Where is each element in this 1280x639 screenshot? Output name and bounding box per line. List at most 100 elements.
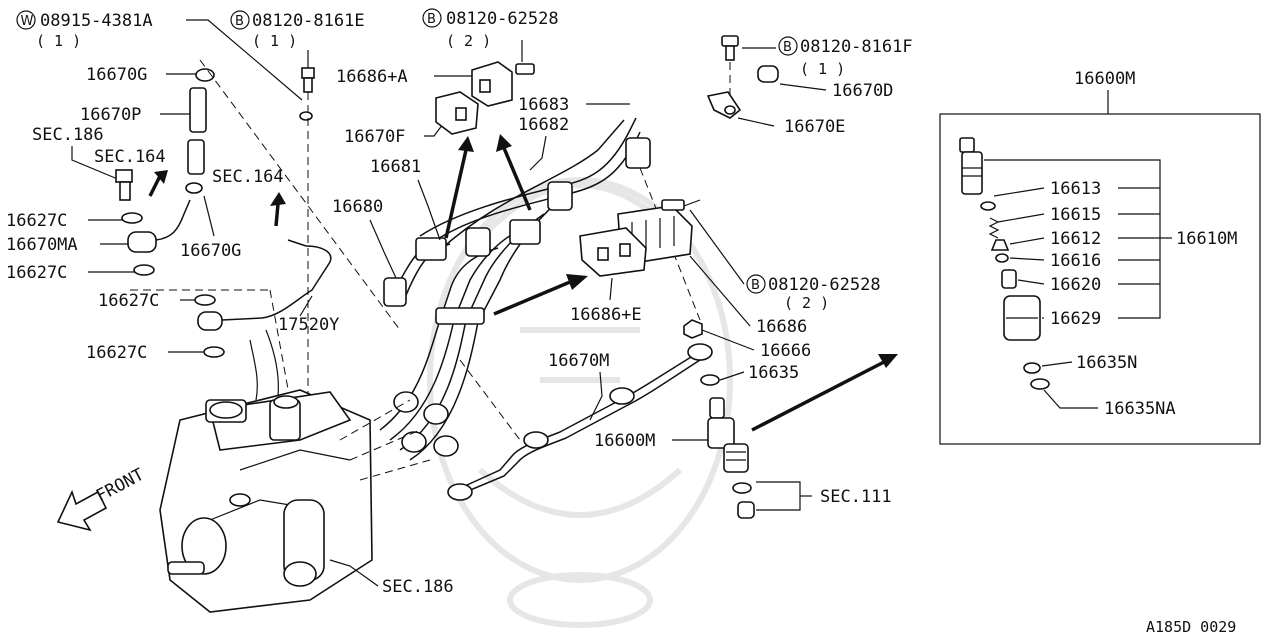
label-16616: 16616 <box>1050 251 1101 271</box>
arrow-to-16670F <box>444 149 468 239</box>
label-16670F: 16670F <box>344 127 405 147</box>
bolt-08120-62528-right <box>661 199 701 211</box>
tube-nut-b <box>547 181 573 211</box>
label-16670E: 16670E <box>784 117 845 137</box>
spacer-16670D: 16670D <box>757 65 893 101</box>
label-sec164-left: SEC.164 <box>94 147 166 167</box>
callout-08120-8161F: B 08120-8161F ( 1 ) <box>721 35 913 100</box>
bracket-16670E: 16670E <box>706 91 845 137</box>
label-sec186-left: SEC.186 <box>32 125 104 145</box>
arrow-to-detail-box <box>751 360 885 432</box>
label-16627C-4: 16627C <box>86 343 147 363</box>
label-16670G-top: 16670G <box>86 65 147 85</box>
label-08120-8161E: 08120-8161E <box>252 11 365 31</box>
label-16681: 16681 <box>370 157 421 177</box>
circle-letter-b-3: B <box>783 40 792 55</box>
arrow-head-sec164-mid <box>270 192 286 206</box>
injection-tubes <box>379 117 651 461</box>
tube-clamp-lower <box>435 307 485 325</box>
clamp-16686A <box>471 61 513 107</box>
pipe-17520Y: 17520Y <box>197 239 339 335</box>
tube-nut-16680 <box>383 277 407 307</box>
label-16686E: 16686+E <box>570 305 642 325</box>
label-16600M-mid: 16600M <box>594 431 655 451</box>
label-16686A: 16686+A <box>336 67 408 87</box>
label-08915-4381A: 08915-4381A <box>40 11 153 31</box>
label-08120-62528-right: 08120-62528 <box>768 275 881 295</box>
figure-code: A185D 0029 <box>1146 618 1236 636</box>
label-08120-8161F: 08120-8161F <box>800 37 913 57</box>
label-16683: 16683 <box>518 95 569 115</box>
arrow-to-16686E <box>493 280 571 316</box>
washer-16627C-3 <box>194 294 216 306</box>
callout-08915-4381A: W 08915-4381A ( 1 ) <box>16 10 303 101</box>
label-sec111: SEC.111 <box>820 487 892 507</box>
label-16635N: 16635N <box>1076 353 1137 373</box>
circle-letter-b-4: B <box>751 278 760 293</box>
label-16670D: 16670D <box>832 81 893 101</box>
circle-letter-w: W <box>21 14 34 29</box>
tube-clamp-left <box>415 237 447 261</box>
label-sec164-mid: SEC.164 <box>212 167 284 187</box>
circle-letter-b-2: B <box>427 12 436 27</box>
label-front: FRONT <box>93 465 148 507</box>
label-16600M-box: 16600M <box>1074 69 1135 89</box>
injector-nozzle-16600M <box>707 397 755 519</box>
label-16620: 16620 <box>1050 275 1101 295</box>
label-16680: 16680 <box>332 197 383 217</box>
label-16613: 16613 <box>1050 179 1101 199</box>
label-16635: 16635 <box>748 363 799 383</box>
pipe-16670P-lower <box>187 139 205 175</box>
banjo-bolt-sec186 <box>115 169 133 201</box>
washer-16627C-2 <box>133 264 155 276</box>
label-16610M: 16610M <box>1176 229 1237 249</box>
bolt-08120-62528-top <box>515 40 535 75</box>
label-16615: 16615 <box>1050 205 1101 225</box>
qty-08120-62528-top: ( 2 ) <box>446 32 491 50</box>
label-16686: 16686 <box>756 317 807 337</box>
label-sec186-bot: SEC.186 <box>382 577 454 597</box>
label-16666: 16666 <box>760 341 811 361</box>
clip-16670G-bot <box>185 182 203 194</box>
label-16670M: 16670M <box>548 351 609 371</box>
arrow-head-sec164-left <box>154 170 168 184</box>
washer-16627C-1 <box>121 212 143 224</box>
label-17520Y: 17520Y <box>278 315 339 335</box>
qty-08915-4381A: ( 1 ) <box>36 32 81 50</box>
tube-nut-a <box>465 227 491 257</box>
washer-16627C-4 <box>203 346 225 358</box>
callout-08120-8161E: B 08120-8161E ( 1 ) <box>230 10 365 68</box>
label-16670MA: 16670MA <box>6 235 78 255</box>
circle-letter-b-1: B <box>235 14 244 29</box>
label-16627C-3: 16627C <box>98 291 159 311</box>
tube-nut-16683 <box>625 137 651 169</box>
clamp-16686E <box>579 227 647 277</box>
nut-16666 <box>683 319 703 339</box>
arrow-to-16686A <box>502 147 532 211</box>
arrow-sec164-mid <box>274 203 280 227</box>
clamp-16670F <box>435 91 479 135</box>
arrow-sec164-left <box>148 175 162 197</box>
bolt-08120-8161E <box>299 67 315 400</box>
qty-08120-8161F: ( 1 ) <box>800 60 845 78</box>
leak-off-pipe-16670M: 16670M <box>447 343 713 501</box>
detail-box-16600M: 16600M 16613 16615 16612 16616 16620 166… <box>939 69 1261 445</box>
label-16627C-1: 16627C <box>6 211 67 231</box>
front-indicator: FRONT <box>56 465 148 532</box>
label-16670G-bot: 16670G <box>180 241 241 261</box>
pipe-16670P-upper <box>189 87 207 133</box>
label-16612: 16612 <box>1050 229 1101 249</box>
union-16670MA <box>127 199 191 253</box>
label-16682: 16682 <box>518 115 569 135</box>
label-16635NA: 16635NA <box>1104 399 1176 419</box>
injection-pump <box>159 329 373 613</box>
qty-08120-62528-right: ( 2 ) <box>784 294 829 312</box>
qty-08120-8161E: ( 1 ) <box>252 32 297 50</box>
washer-16635 <box>700 374 720 386</box>
label-08120-62528-top: 08120-62528 <box>446 9 559 29</box>
label-16670P: 16670P <box>80 105 141 125</box>
tube-clamp-right <box>509 219 541 245</box>
label-16627C-2: 16627C <box>6 263 67 283</box>
